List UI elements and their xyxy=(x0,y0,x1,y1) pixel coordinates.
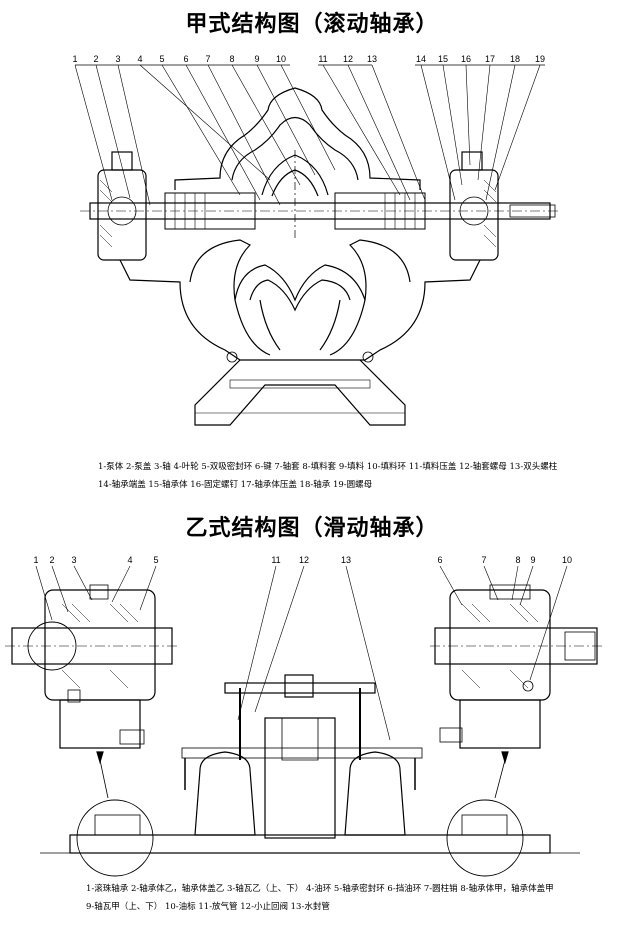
callout-number: 12 xyxy=(299,555,309,565)
callout-number: 5 xyxy=(159,54,164,64)
leader-line xyxy=(322,64,401,196)
leader-line xyxy=(371,64,426,201)
callout-number: 4 xyxy=(137,54,142,64)
callout-number: 10 xyxy=(276,54,286,64)
leader-line xyxy=(494,64,541,191)
leader-line xyxy=(117,64,151,206)
leader-line xyxy=(477,64,491,181)
leader-line xyxy=(237,565,277,721)
leader-line xyxy=(439,565,463,606)
leader-line xyxy=(347,64,411,201)
diagram-b-title: 乙式结构图（滑动轴承） xyxy=(185,516,439,541)
callout-number: 1 xyxy=(72,54,77,64)
pump-front-view xyxy=(40,674,580,854)
callout-number: 7 xyxy=(481,555,486,565)
callout-number: 3 xyxy=(115,54,120,64)
callout-number: 5 xyxy=(153,555,158,565)
leader-line xyxy=(95,64,131,199)
callout-number: 17 xyxy=(485,54,495,64)
leader-line xyxy=(73,565,93,601)
callout-number: 13 xyxy=(341,555,351,565)
callout-number: 13 xyxy=(367,54,377,64)
callout-number: 6 xyxy=(437,555,442,565)
callout-number: 12 xyxy=(343,54,353,64)
leader-line xyxy=(280,64,336,171)
legend-line: 1-泵体 2-泵盖 3-轴 4-叶轮 5-双吸密封环 6-键 7-轴套 8-填料… xyxy=(98,462,558,472)
callout-number: 15 xyxy=(438,54,448,64)
leader-line xyxy=(254,565,305,713)
leader-line xyxy=(529,565,568,681)
callout-number: 8 xyxy=(229,54,234,64)
callout-number: 18 xyxy=(510,54,520,64)
leader-line xyxy=(51,565,69,613)
leader-line xyxy=(185,64,261,201)
diagram-b-legend: 1-滚珠轴承 2-轴承体乙，轴承体盖乙 3-轴瓦乙（上、下） 4-油环 5-轴承… xyxy=(86,880,554,916)
callout-number: 7 xyxy=(205,54,210,64)
leader-line xyxy=(139,565,157,611)
leader-line xyxy=(345,565,391,741)
callout-number: 3 xyxy=(71,555,76,565)
callout-number: 10 xyxy=(562,555,572,565)
legend-line: 14-轴承端盖 15-轴承体 16-固定螺钉 17-轴承体压盖 18-轴承 19… xyxy=(98,480,373,490)
diagram-a-title: 甲式结构图（滚动轴承） xyxy=(185,12,439,37)
legend-line: 9-轴瓦甲（上、下） 10-油标 11-放气管 12-小止回阀 13-水封管 xyxy=(86,902,330,912)
leader-line xyxy=(511,565,519,601)
leader-line xyxy=(485,64,516,201)
callout-number: 9 xyxy=(254,54,259,64)
leader-line xyxy=(442,64,463,186)
callout-number: 1 xyxy=(33,555,38,565)
callout-number: 16 xyxy=(461,54,471,64)
leader-line xyxy=(231,64,301,186)
callout-number: 11 xyxy=(318,54,327,64)
right-bearing-detail xyxy=(430,584,604,749)
leader-line xyxy=(161,64,241,196)
callout-number: 11 xyxy=(271,555,280,565)
callout-number: 14 xyxy=(416,54,426,64)
leader-line xyxy=(519,565,534,606)
leader-line xyxy=(483,565,499,601)
callout-number: 6 xyxy=(183,54,188,64)
diagram-a-legend: 1-泵体 2-泵盖 3-轴 4-叶轮 5-双吸密封环 6-键 7-轴套 8-填料… xyxy=(98,458,557,494)
leader-line xyxy=(139,64,271,181)
callout-number: 2 xyxy=(93,54,98,64)
legend-line: 1-滚珠轴承 2-轴承体乙，轴承体盖乙 3-轴瓦乙（上、下） 4-油环 5-轴承… xyxy=(86,884,554,894)
callout-number: 8 xyxy=(515,555,520,565)
callout-number: 19 xyxy=(535,54,545,64)
leader-line xyxy=(420,64,456,201)
leader-line xyxy=(74,64,113,201)
leader-line xyxy=(111,565,131,603)
left-bearing-detail xyxy=(5,584,178,749)
leader-line xyxy=(465,64,471,166)
callout-number: 9 xyxy=(530,555,535,565)
callout-number: 4 xyxy=(127,555,132,565)
leader-line xyxy=(35,565,53,621)
callout-number: 2 xyxy=(49,555,54,565)
